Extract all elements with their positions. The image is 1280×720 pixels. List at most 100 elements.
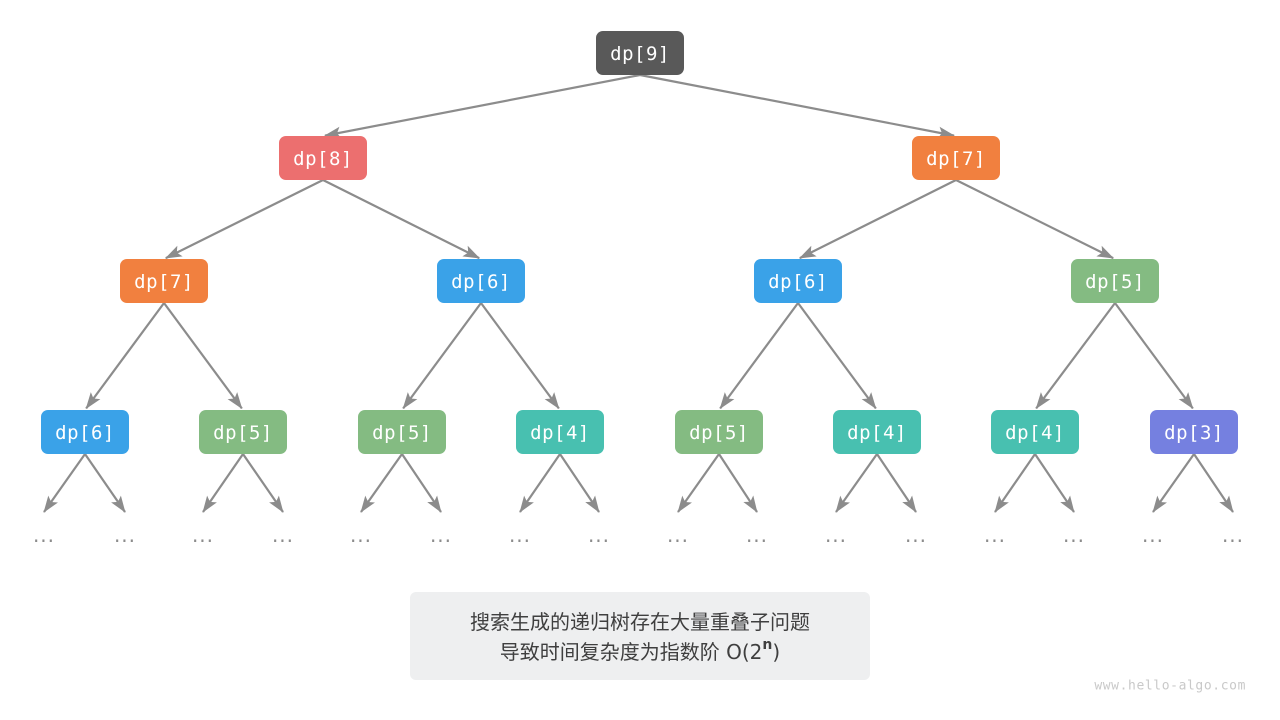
node-box [41,410,129,454]
tree-edge-n2-to-n6 [955,179,1114,260]
node-box [199,410,287,454]
tree-edge-n2-to-n5 [799,179,957,260]
leaf-ellipsis-2: ... [192,523,214,547]
node-label: dp[4] [530,422,590,444]
leaf-edge-n10-1 [559,453,600,513]
tree-edge-n3-to-n8 [163,302,243,410]
node-label: dp[5] [213,422,273,444]
tree-node-dp8-n1[interactable]: dp[8] [279,136,367,180]
leaf-ellipsis-15: ... [1222,523,1244,547]
node-box [912,136,1000,180]
watermark: www.hello-algo.com [1094,679,1246,694]
tree-node-dp6-n4[interactable]: dp[6] [437,259,525,303]
leaf-ellipsis-13: ... [1063,523,1085,547]
tree-edge-n1-to-n4 [322,179,480,260]
node-label: dp[8] [293,148,353,170]
leaf-edge-n11-1 [718,453,758,513]
leaf-ellipsis-5: ... [430,523,452,547]
tree-edge-n6-to-n13 [1035,302,1116,410]
tree-node-dp5-n8[interactable]: dp[5] [199,410,287,454]
leaf-ellipsis-1: ... [114,523,136,547]
node-box [358,410,446,454]
leaf-edge-n9-0 [360,453,403,513]
leaf-edge-n12-0 [835,453,878,513]
tree-node-dp5-n9[interactable]: dp[5] [358,410,446,454]
leaf-ellipsis-7: ... [588,523,610,547]
tree-node-dp6-n7[interactable]: dp[6] [41,410,129,454]
tree-node-dp6-n5[interactable]: dp[6] [754,259,842,303]
node-label: dp[5] [372,422,432,444]
leaf-ellipsis-6: ... [509,523,531,547]
node-box [596,31,684,75]
leaf-edge-n9-1 [401,453,442,513]
tree-node-dp9-n0[interactable]: dp[9] [596,31,684,75]
tree-edge-n1-to-n3 [165,179,324,260]
tree-node-dp4-n10[interactable]: dp[4] [516,410,604,454]
caption-complexity-exponent: n [762,637,772,653]
tree-node-dp7-n3[interactable]: dp[7] [120,259,208,303]
tree-edge-n5-to-n11 [719,302,799,410]
node-label: dp[9] [610,43,670,65]
edges-layer [85,73,1194,410]
leaf-edge-n13-0 [994,453,1036,513]
tree-node-dp5-n6[interactable]: dp[5] [1071,259,1159,303]
node-box [754,259,842,303]
leaf-edge-n8-0 [202,453,244,513]
node-box [675,410,763,454]
tree-node-dp4-n13[interactable]: dp[4] [991,410,1079,454]
watermark-layer: www.hello-algo.com [1094,679,1246,694]
leaf-edge-n12-1 [876,453,917,513]
tree-node-dp7-n2[interactable]: dp[7] [912,136,1000,180]
caption-box [410,592,870,680]
leaf-ellipsis-0: ... [33,523,55,547]
node-label: dp[7] [926,148,986,170]
leaf-ellipsis-8: ... [667,523,689,547]
node-label: dp[5] [1085,271,1145,293]
tree-edge-n3-to-n7 [85,302,165,410]
node-label: dp[4] [847,422,907,444]
caption-line-1: 搜索生成的递归树存在大量重叠子问题 [470,610,810,634]
node-label: dp[4] [1005,422,1065,444]
leaf-ellipsis-4: ... [350,523,372,547]
node-label: dp[6] [451,271,511,293]
tree-edge-n6-to-n14 [1114,302,1194,410]
node-box [991,410,1079,454]
node-box [1150,410,1238,454]
node-label: dp[3] [1164,422,1224,444]
leaf-edge-n14-1 [1193,453,1234,513]
tree-edge-n0-to-n1 [324,73,641,139]
node-box [516,410,604,454]
tree-node-dp3-n14[interactable]: dp[3] [1150,410,1238,454]
leaf-ellipsis-layer: ........................................… [33,523,1244,547]
node-box [279,136,367,180]
node-box [833,410,921,454]
tree-node-dp4-n12[interactable]: dp[4] [833,410,921,454]
tree-edge-n0-to-n2 [639,73,955,139]
leaf-ellipsis-3: ... [272,523,294,547]
leaf-edge-n8-1 [242,453,284,513]
node-label: dp[6] [768,271,828,293]
leaf-edge-n7-0 [43,453,86,513]
node-label: dp[7] [134,271,194,293]
tree-edge-n4-to-n10 [480,302,560,410]
tree-node-dp5-n11[interactable]: dp[5] [675,410,763,454]
leaf-edge-n13-1 [1034,453,1075,513]
tree-edge-n5-to-n12 [797,302,877,410]
tree-edge-n4-to-n9 [402,302,482,410]
caption-line-2: 导致时间复杂度为指数阶 O(2n) [500,637,780,664]
leaf-edge-n7-1 [84,453,126,513]
node-label: dp[6] [55,422,115,444]
node-label: dp[5] [689,422,749,444]
node-box [1071,259,1159,303]
leaf-ellipsis-10: ... [825,523,847,547]
leaf-ellipsis-14: ... [1142,523,1164,547]
caption-complexity-prefix: 导致时间复杂度为指数阶 O(2 [500,640,763,664]
leaf-edge-n11-0 [677,453,720,513]
caption-complexity-suffix: ) [772,640,780,664]
node-box [120,259,208,303]
leaf-ellipsis-11: ... [905,523,927,547]
nodes-layer: dp[9] dp[8] dp[7] dp[7] dp[6] dp[6] dp[5] dp[6]… [41,31,1238,454]
